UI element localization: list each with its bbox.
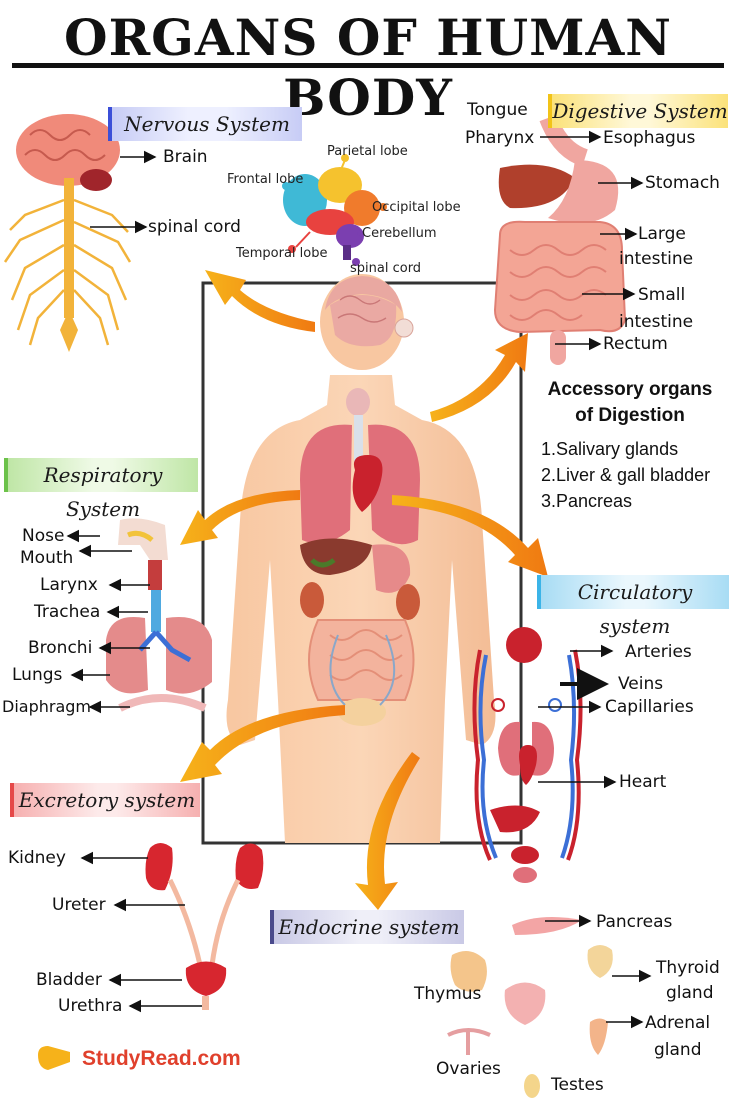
label-bladder: Bladder bbox=[36, 970, 102, 990]
label-thyroid-1: Thyroid bbox=[656, 958, 720, 978]
nervous-system-icon bbox=[3, 114, 132, 352]
connector-arrows bbox=[180, 270, 548, 910]
label-esophagus: Esophagus bbox=[603, 128, 696, 148]
label-small-intestine-2: intestine bbox=[619, 312, 694, 332]
label-mouth: Mouth bbox=[20, 548, 74, 568]
respiratory-system-icon bbox=[106, 518, 212, 712]
label-spinal-cord: spinal cord bbox=[148, 217, 241, 237]
label-brain-spinal-cord: spinal cord bbox=[350, 261, 422, 276]
label-cerebellum: Cerebellum bbox=[362, 226, 437, 241]
accessory-title-line1: Accessory organs bbox=[547, 379, 713, 400]
label-pharynx: Pharynx bbox=[465, 128, 535, 148]
banner-nervous-label: Nervous System bbox=[124, 112, 290, 136]
banner-endocrine-label: Endocrine system bbox=[278, 915, 460, 939]
list-item: 2.Liver & gall bladder bbox=[541, 465, 711, 485]
banner-circulatory-label: Circulatory system bbox=[577, 580, 693, 638]
label-pancreas: Pancreas bbox=[596, 912, 673, 932]
list-item: 1.Salivary glands bbox=[541, 439, 679, 459]
label-stomach: Stomach bbox=[645, 173, 720, 193]
accessory-organs-block: Accessory organs of Digestion bbox=[530, 377, 730, 429]
brain-lobes-icon bbox=[282, 154, 387, 266]
endocrine-system-icon bbox=[447, 916, 613, 1098]
label-urethra: Urethra bbox=[58, 996, 123, 1016]
page-title: ORGANS OF HUMAN BODY bbox=[64, 8, 672, 127]
accessory-title-line2: of Digestion bbox=[575, 405, 685, 426]
label-adrenal-1: Adrenal bbox=[645, 1013, 711, 1033]
label-capillaries: Capillaries bbox=[605, 697, 694, 717]
label-large-intestine-2: intestine bbox=[619, 249, 694, 269]
label-large-intestine-1: Large bbox=[638, 224, 686, 244]
label-occipital-lobe: Occipital lobe bbox=[372, 200, 461, 215]
label-nose: Nose bbox=[22, 526, 65, 546]
label-brain: Brain bbox=[163, 147, 208, 167]
label-adrenal-2: gland bbox=[654, 1040, 702, 1060]
label-thymus: Thymus bbox=[414, 984, 482, 1004]
banner-circulatory-system: Circulatory system bbox=[537, 575, 729, 638]
label-temporal-lobe: Temporal lobe bbox=[236, 246, 328, 261]
accessory-organs-list: 1.Salivary glands 2.Liver & gall bladder… bbox=[541, 436, 710, 514]
banner-excretory-label: Excretory system bbox=[18, 788, 196, 812]
list-item: 3.Pancreas bbox=[541, 491, 633, 511]
label-rectum: Rectum bbox=[603, 334, 668, 354]
label-diaphragm: Diaphragm bbox=[2, 697, 91, 716]
label-arteries: Arteries bbox=[625, 642, 692, 662]
label-parietal-lobe: Parietal lobe bbox=[327, 144, 408, 159]
label-bronchi: Bronchi bbox=[28, 638, 93, 658]
excretory-system-icon bbox=[145, 843, 264, 1010]
banner-nervous-system: Nervous System bbox=[108, 107, 302, 141]
banner-respiratory-label: Respiratory System bbox=[43, 463, 163, 521]
label-pointer-lines bbox=[66, 130, 652, 1029]
label-thyroid-2: gland bbox=[666, 983, 714, 1003]
label-lungs: Lungs bbox=[12, 665, 63, 685]
digestive-system-icon bbox=[493, 114, 627, 365]
label-testes: Testes bbox=[551, 1075, 604, 1095]
title-underline bbox=[12, 63, 724, 68]
label-small-intestine-1: Small bbox=[638, 285, 686, 305]
banner-digestive-system: Digestive System bbox=[548, 94, 728, 128]
label-veins: Veins bbox=[618, 674, 664, 694]
brand-link[interactable]: StudyRead.com bbox=[82, 1047, 241, 1070]
hand-pointer-icon bbox=[38, 1046, 70, 1070]
banner-respiratory-system: Respiratory System bbox=[4, 458, 198, 521]
label-frontal-lobe: Frontal lobe bbox=[227, 172, 304, 187]
label-heart: Heart bbox=[619, 772, 667, 792]
internal-organs-icon bbox=[300, 388, 420, 726]
banner-endocrine-system: Endocrine system bbox=[270, 910, 464, 944]
label-ureter: Ureter bbox=[52, 895, 106, 915]
label-trachea: Trachea bbox=[34, 602, 101, 622]
banner-excretory-system: Excretory system bbox=[10, 783, 200, 817]
label-tongue: Tongue bbox=[467, 100, 528, 120]
label-kidney: Kidney bbox=[8, 848, 66, 868]
label-larynx: Larynx bbox=[40, 575, 98, 595]
banner-digestive-label: Digestive System bbox=[552, 99, 728, 123]
label-ovaries: Ovaries bbox=[436, 1059, 501, 1079]
circulatory-system-icon bbox=[472, 627, 583, 883]
